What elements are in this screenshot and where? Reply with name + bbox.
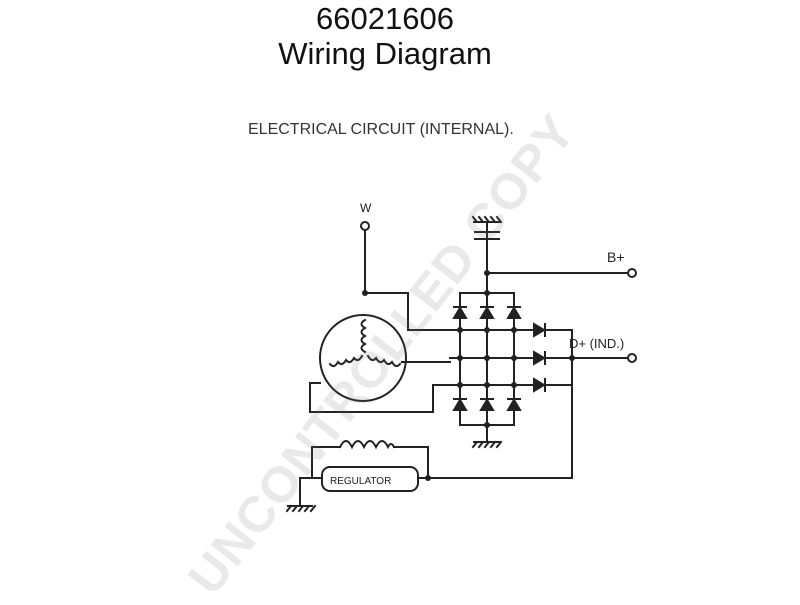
field-coil [338,440,396,450]
circuit-subtitle: ELECTRICAL CIRCUIT (INTERNAL). [248,121,514,138]
stator-coil-right [366,354,402,368]
ground-symbol-bridge [471,440,503,449]
ground-symbol-capacitor [471,215,503,224]
stator-coil-left [328,354,364,368]
terminal-d-plus-circle [627,353,637,363]
stator-circle [319,314,407,402]
regulator-box [321,466,419,492]
terminal-d-plus-label: D+ (IND.) [569,336,624,351]
junction-dots [362,270,575,481]
terminal-b-plus-circle [627,268,637,278]
terminal-w-circle [360,221,370,231]
terminal-w-label: W [360,201,372,215]
terminal-b-plus-label: B+ [607,249,625,265]
diagram-title: Wiring Diagram [278,36,492,71]
part-number: 66021606 [316,1,454,36]
stator-coil-top [360,318,368,354]
exciter-diodes [533,322,546,393]
ground-symbol-regulator [285,504,317,513]
regulator-label: REGULATOR [330,476,391,487]
